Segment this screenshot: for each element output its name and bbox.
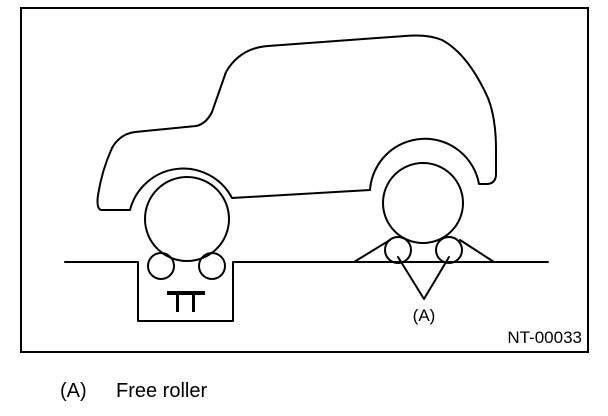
front-wheel <box>144 176 230 262</box>
ground-line <box>64 261 549 322</box>
legend-item: (A) Free roller <box>60 380 207 403</box>
test-roller-left <box>147 252 175 280</box>
callout-leader-lines <box>397 256 450 300</box>
callout-label: (A) <box>413 306 436 325</box>
rear-wheel <box>382 162 464 244</box>
free-roller-left <box>384 236 412 264</box>
legend-text: Free roller <box>116 380 208 402</box>
free-roller-right <box>435 236 463 264</box>
free-roller-cradle <box>353 239 495 263</box>
legend: (A) Free roller <box>60 380 207 403</box>
figure-code: NT-00033 <box>507 328 582 347</box>
figure-border <box>20 7 589 353</box>
pit-stand <box>167 291 205 312</box>
legend-key: (A) <box>60 380 87 402</box>
test-roller-right <box>198 252 226 280</box>
vehicle-body-outline <box>96 34 497 211</box>
